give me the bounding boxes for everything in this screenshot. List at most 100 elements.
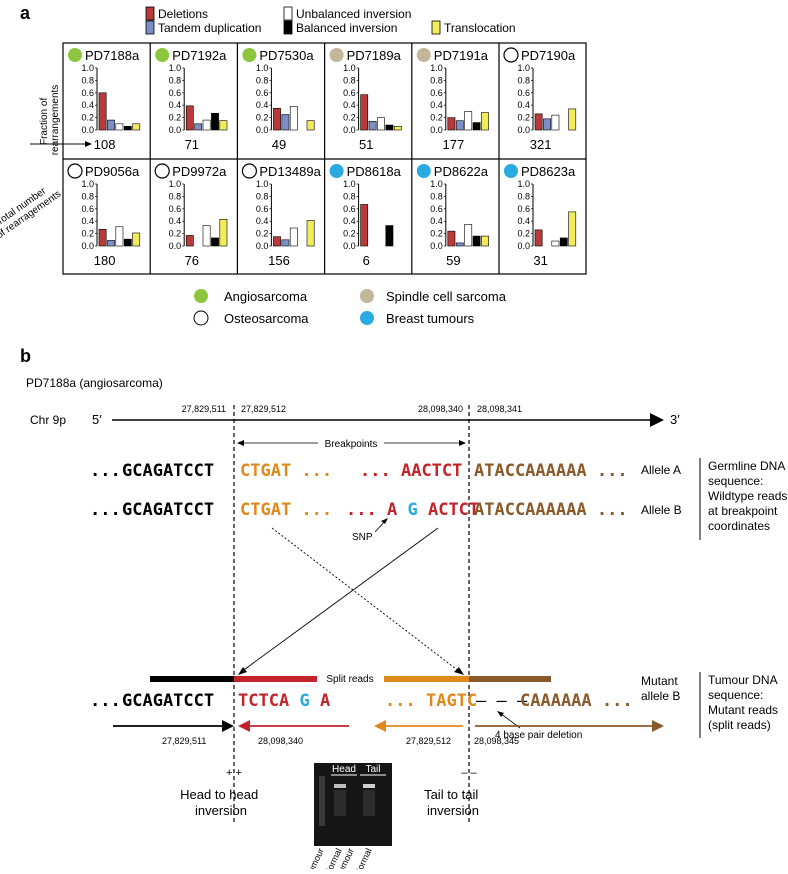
mutant-label-line2: allele B	[641, 689, 680, 703]
chromosome-arrowhead	[650, 413, 664, 427]
read-arrow-orange-head	[374, 720, 386, 732]
allele-b-seq2-dots: ...	[301, 500, 332, 520]
y-tick-label: 0.8	[430, 75, 443, 85]
y-tick-label: 0.4	[430, 100, 443, 110]
breast-tumours-label: Breast tumours	[386, 311, 475, 326]
mutant-seq2-b: A	[320, 691, 330, 711]
bar	[551, 240, 560, 247]
y-tick-label: 0.6	[343, 204, 356, 214]
y-tick-label: 0.8	[430, 191, 443, 201]
y-tick-label: 0.0	[81, 241, 94, 251]
mutant-seq4-dots: ...	[602, 691, 633, 711]
y-tick-label: 1.0	[430, 179, 443, 189]
sample-id-label: PD7191a	[434, 48, 489, 63]
coord-28098341: 28,098,341	[477, 404, 522, 414]
tail-to-tail-line2: inversion	[427, 803, 479, 818]
bar	[464, 224, 473, 247]
bar	[534, 229, 543, 247]
total-count: 71	[185, 137, 199, 152]
y-tick-label: 0.4	[256, 216, 269, 226]
allele-a-sequence: ... GCAGATCCT CTGAT ... ... AACTCT ATACC…	[90, 461, 628, 481]
bar	[568, 108, 577, 131]
bar	[447, 230, 456, 247]
y-tick-label: 0.4	[343, 100, 356, 110]
bar	[543, 118, 551, 131]
y-tick-label: 1.0	[169, 179, 182, 189]
germline-line4: at breakpoint	[708, 504, 778, 518]
mutant-seq4: CAAAAAA	[520, 691, 592, 711]
bar	[219, 120, 228, 131]
bar	[455, 120, 464, 131]
bar	[377, 117, 385, 131]
y-tick-label: 0.4	[430, 216, 443, 226]
y-tick-label: 0.2	[256, 229, 269, 239]
snp-pointer-head	[381, 518, 388, 524]
y-tick-label: 0.4	[169, 216, 182, 226]
legend-swatch-unbalanced	[283, 6, 293, 21]
gel-ladder	[319, 776, 325, 826]
allele-b-seq1: GCAGATCCT	[122, 500, 214, 520]
split-read-bar-brown	[469, 676, 551, 682]
chart-grid-vlines	[149, 43, 500, 274]
gel-smear-tail	[363, 790, 375, 816]
breakpoints-arrowhead-left	[237, 440, 244, 446]
tumour-type-dot	[329, 164, 344, 178]
y-axis-title-line1: Fraction of	[39, 98, 50, 145]
mutant-label: Mutant allele B	[641, 674, 681, 703]
split-read-bar-red	[234, 676, 317, 682]
bar	[559, 237, 568, 247]
split-read-bar-orange	[384, 676, 469, 682]
y-tick-label: 0.8	[81, 75, 94, 85]
y-tick-label: 0.4	[517, 100, 530, 110]
panel-b-subtitle: PD7188a (angiosarcoma)	[26, 376, 163, 390]
y-tick-label: 0.4	[81, 100, 94, 110]
tumour-type-legend: Angiosarcoma Spindle cell sarcoma Osteos…	[193, 289, 507, 326]
bar	[472, 235, 481, 247]
total-count: 51	[359, 137, 373, 152]
tumour-type-dot	[241, 163, 257, 179]
split-read-bar-black	[150, 676, 234, 682]
y-tick-label: 0.4	[169, 100, 182, 110]
bar	[132, 123, 141, 131]
allele-b-snp: G	[407, 500, 417, 520]
y-tick-label: 0.0	[517, 125, 530, 135]
allele-a-seq3: AACTCT	[401, 461, 462, 481]
angiosarcoma-dot	[194, 289, 208, 303]
tumour-type-dot	[504, 164, 518, 178]
total-count: 321	[530, 137, 552, 152]
allele-a-seq2: CTGAT	[240, 461, 291, 481]
tail-to-tail-label: Tail to tail inversion	[424, 787, 482, 818]
gel-smear-head	[334, 790, 346, 816]
breakpoints-label: Breakpoints	[325, 439, 378, 450]
bar	[202, 225, 211, 247]
mutant-snp: G	[299, 691, 309, 711]
legend-swatch-balanced	[283, 20, 293, 35]
bar	[132, 232, 141, 247]
y-tick-label: 0.6	[343, 88, 356, 98]
deletion-pointer-head	[497, 711, 504, 717]
y-tick-label: 0.2	[517, 113, 530, 123]
y-tick-label: 0.0	[430, 241, 443, 251]
y-tick-label: 0.8	[169, 191, 182, 201]
bar	[185, 235, 194, 247]
y-tick-label: 0.4	[256, 100, 269, 110]
y-tick-label: 0.8	[517, 191, 530, 201]
deletion-note: 4 base pair deletion	[495, 730, 582, 741]
tumour-type-dot	[242, 48, 257, 62]
bar	[568, 211, 577, 247]
allele-b-seq4-dots: ...	[597, 500, 628, 520]
gel-tail-label: Tail	[365, 764, 380, 775]
mutant-label-line1: Mutant	[641, 674, 678, 688]
tumour-line4: (split reads)	[708, 718, 771, 732]
gel-band-tail	[363, 784, 375, 788]
legend-label-deletions: Deletions	[158, 7, 208, 21]
cross-arrow-dotted-head	[454, 667, 464, 675]
y-tick-label: 0.2	[169, 113, 182, 123]
total-label-arrowhead	[85, 141, 92, 147]
plus-marks: + +	[226, 767, 242, 779]
y-tick-label: 0.8	[81, 191, 94, 201]
y-tick-label: 0.0	[343, 241, 356, 251]
